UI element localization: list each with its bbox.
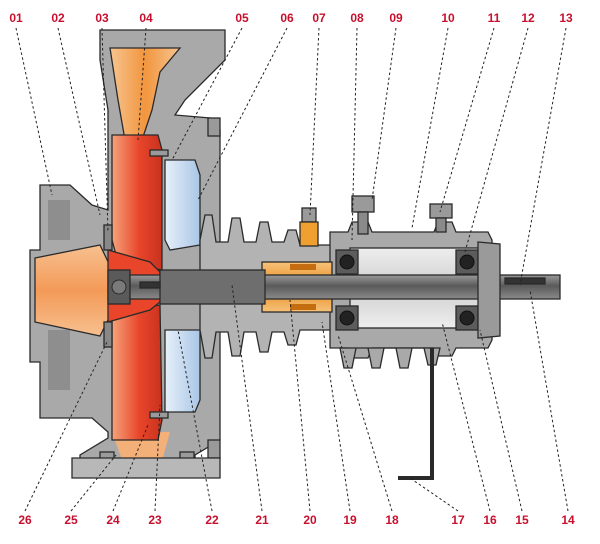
oil-level-plug: [429, 203, 453, 233]
part-number-label: 19: [343, 513, 357, 527]
part-number-label: 03: [95, 11, 109, 25]
flush-connection: [299, 207, 319, 247]
pump-body: [29, 29, 561, 480]
part-number-label: 14: [561, 513, 575, 527]
part-number-label: 24: [106, 513, 120, 527]
part-number-label: 11: [488, 11, 501, 25]
leader-line: [321, 321, 351, 512]
leader-line: [197, 27, 288, 201]
suction-inlet: [34, 244, 113, 337]
label-row-top: 01 02 03 04 05 06 07 08 09 10 11 12 13: [9, 11, 573, 25]
leader-line: [371, 27, 397, 201]
leader-line: [137, 27, 147, 141]
part-number-label: 26: [18, 513, 32, 527]
shaft-key: [504, 277, 546, 285]
oil-breather-cap: [351, 195, 375, 235]
part-number-label: 08: [350, 11, 364, 25]
part-number-label: 12: [521, 11, 535, 25]
leader-line: [351, 27, 358, 241]
part-number-label: 15: [515, 513, 529, 527]
part-number-label: 09: [389, 11, 403, 25]
leader-line: [309, 27, 320, 216]
part-number-label: 20: [303, 513, 317, 527]
leader-line: [439, 27, 495, 213]
leader-line: [289, 299, 311, 512]
leader-line: [441, 321, 491, 512]
discharge-outlet: [109, 47, 182, 141]
leader-line: [411, 27, 449, 229]
leader-line: [70, 454, 117, 512]
cover-stud: [149, 149, 169, 157]
part-number-label: 01: [9, 11, 23, 25]
shaft-sleeve: [159, 269, 266, 305]
wear-ring: [103, 321, 113, 348]
bearing-outboard: [455, 249, 479, 331]
water-chamber-lower: [164, 329, 201, 413]
support-foot: [398, 348, 434, 480]
part-number-label: 10: [441, 11, 455, 25]
leader-line: [519, 27, 567, 286]
leader-line: [409, 477, 459, 512]
casing-bolt: [207, 439, 221, 459]
leader-line: [529, 289, 569, 512]
impeller-nut-ring: [111, 279, 127, 295]
leader-line: [15, 27, 53, 196]
cover-stud: [149, 411, 169, 419]
part-number-label: 04: [139, 11, 153, 25]
part-number-label: 06: [280, 11, 294, 25]
part-number-label: 18: [385, 513, 399, 527]
leader-line: [101, 27, 109, 233]
leader-lines: [15, 27, 569, 512]
leader-line: [177, 329, 213, 512]
part-number-label: 22: [205, 513, 219, 527]
seal-spring: [290, 304, 316, 310]
leader-line: [479, 329, 523, 512]
leader-line: [464, 27, 529, 253]
leader-line: [112, 424, 149, 512]
label-row-bottom: 26 25 24 23 22 21 20 19 18 17 16 15 14: [18, 513, 575, 527]
casing-bolt: [207, 117, 221, 137]
suction-flange-rib: [48, 330, 70, 390]
part-number-label: 05: [235, 11, 249, 25]
part-number-label: 02: [51, 11, 65, 25]
casing-foot: [71, 457, 221, 479]
shaft-key: [139, 281, 161, 289]
suction-flange-rib: [48, 200, 70, 240]
part-number-label: 21: [255, 513, 269, 527]
bearing-end-cover: [477, 241, 501, 339]
part-number-label: 23: [148, 513, 162, 527]
part-number-label: 16: [483, 513, 497, 527]
part-number-label: 25: [64, 513, 78, 527]
bearing-inboard: [335, 249, 359, 331]
part-number-label: 17: [451, 513, 465, 527]
leader-line: [57, 27, 101, 216]
part-number-label: 13: [559, 11, 573, 25]
part-number-label: 07: [312, 11, 326, 25]
impeller-lower: [111, 304, 163, 441]
seal-spring: [290, 264, 316, 270]
leader-line: [337, 334, 393, 512]
water-chamber-upper: [164, 159, 201, 251]
leader-line: [24, 339, 109, 512]
